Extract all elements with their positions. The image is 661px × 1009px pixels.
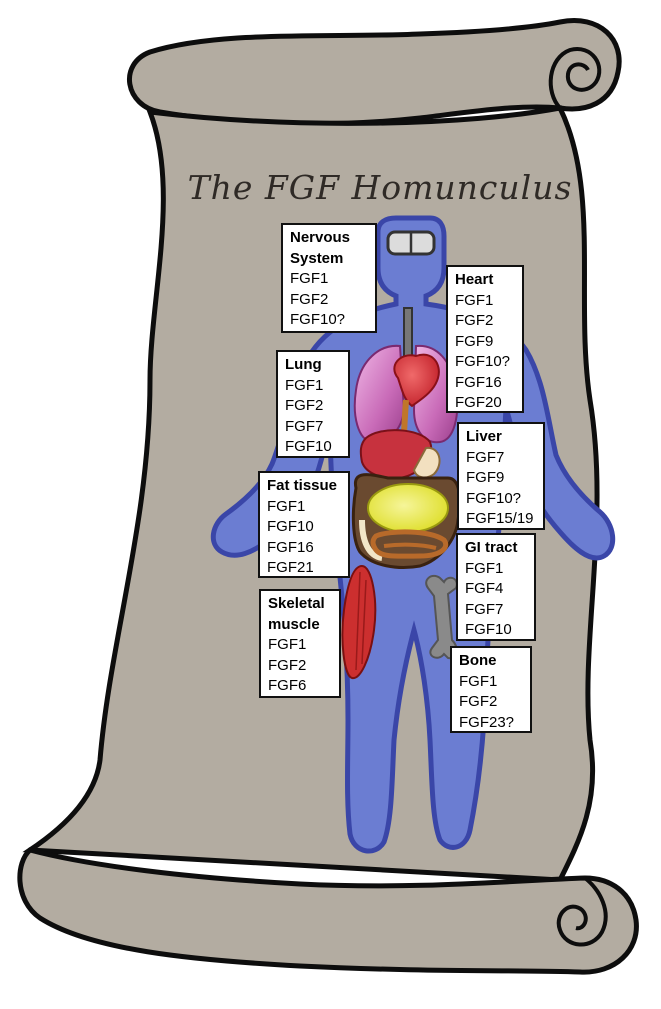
fgf-item: FGF21 [267, 558, 342, 579]
fgf-item: FGF4 [465, 579, 528, 600]
fgf-item: FGF6 [268, 676, 333, 697]
label-box-bone: Bone FGF1 FGF2 FGF23? [450, 646, 532, 733]
fgf-item: FGF7 [466, 448, 537, 469]
organ-name: System [290, 249, 369, 270]
fgf-item: FGF10? [290, 310, 369, 331]
organ-name: Nervous [290, 228, 369, 249]
fgf-item: FGF2 [455, 311, 516, 332]
fgf-item: FGF9 [466, 468, 537, 489]
organ-name: Heart [455, 270, 516, 291]
fgf-item: FGF16 [267, 538, 342, 559]
stomach-icon [368, 484, 448, 532]
organ-name: Lung [285, 355, 342, 376]
fgf-item: FGF10? [466, 489, 537, 510]
fgf-item: FGF2 [268, 656, 333, 677]
fgf-item: FGF2 [459, 692, 524, 713]
fgf-item: FGF23? [459, 713, 524, 734]
fgf-item: FGF20 [455, 393, 516, 414]
fgf-item: FGF1 [268, 635, 333, 656]
fgf-item: FGF9 [455, 332, 516, 353]
fgf-item: FGF1 [285, 376, 342, 397]
organ-name: Liver [466, 427, 537, 448]
fgf-item: FGF1 [465, 559, 528, 580]
label-box-fat-tissue: Fat tissue FGF1 FGF10 FGF16 FGF21 [258, 471, 350, 578]
fgf-item: FGF2 [290, 290, 369, 311]
fgf-item: FGF10 [285, 437, 342, 458]
organ-name: Fat tissue [267, 476, 342, 497]
organ-name: Skeletal [268, 594, 333, 615]
label-box-nervous-system: Nervous System FGF1 FGF2 FGF10? [281, 223, 377, 333]
label-box-heart: Heart FGF1 FGF2 FGF9 FGF10? FGF16 FGF20 [446, 265, 524, 413]
fgf-item: FGF2 [285, 396, 342, 417]
diagram-title: The FGF Homunculus [150, 168, 610, 207]
fgf-item: FGF15/19 [466, 509, 537, 530]
fgf-item: FGF16 [455, 373, 516, 394]
fgf-item: FGF1 [459, 672, 524, 693]
organ-name: muscle [268, 615, 333, 636]
organ-name: Bone [459, 651, 524, 672]
fgf-item: FGF1 [455, 291, 516, 312]
label-box-skeletal-muscle: Skeletal muscle FGF1 FGF2 FGF6 [259, 589, 341, 698]
fgf-item: FGF7 [465, 600, 528, 621]
fgf-item: FGF10 [465, 620, 528, 641]
fgf-item: FGF10 [267, 517, 342, 538]
label-box-lung: Lung FGF1 FGF2 FGF7 FGF10 [276, 350, 350, 458]
fgf-item: FGF10? [455, 352, 516, 373]
trachea-icon [404, 308, 412, 360]
label-box-gi-tract: GI tract FGF1 FGF4 FGF7 FGF10 [456, 533, 536, 641]
label-box-liver: Liver FGF7 FGF9 FGF10? FGF15/19 [457, 422, 545, 530]
fgf-item: FGF1 [290, 269, 369, 290]
organ-name: GI tract [465, 538, 528, 559]
fgf-item: FGF7 [285, 417, 342, 438]
fgf-item: FGF1 [267, 497, 342, 518]
